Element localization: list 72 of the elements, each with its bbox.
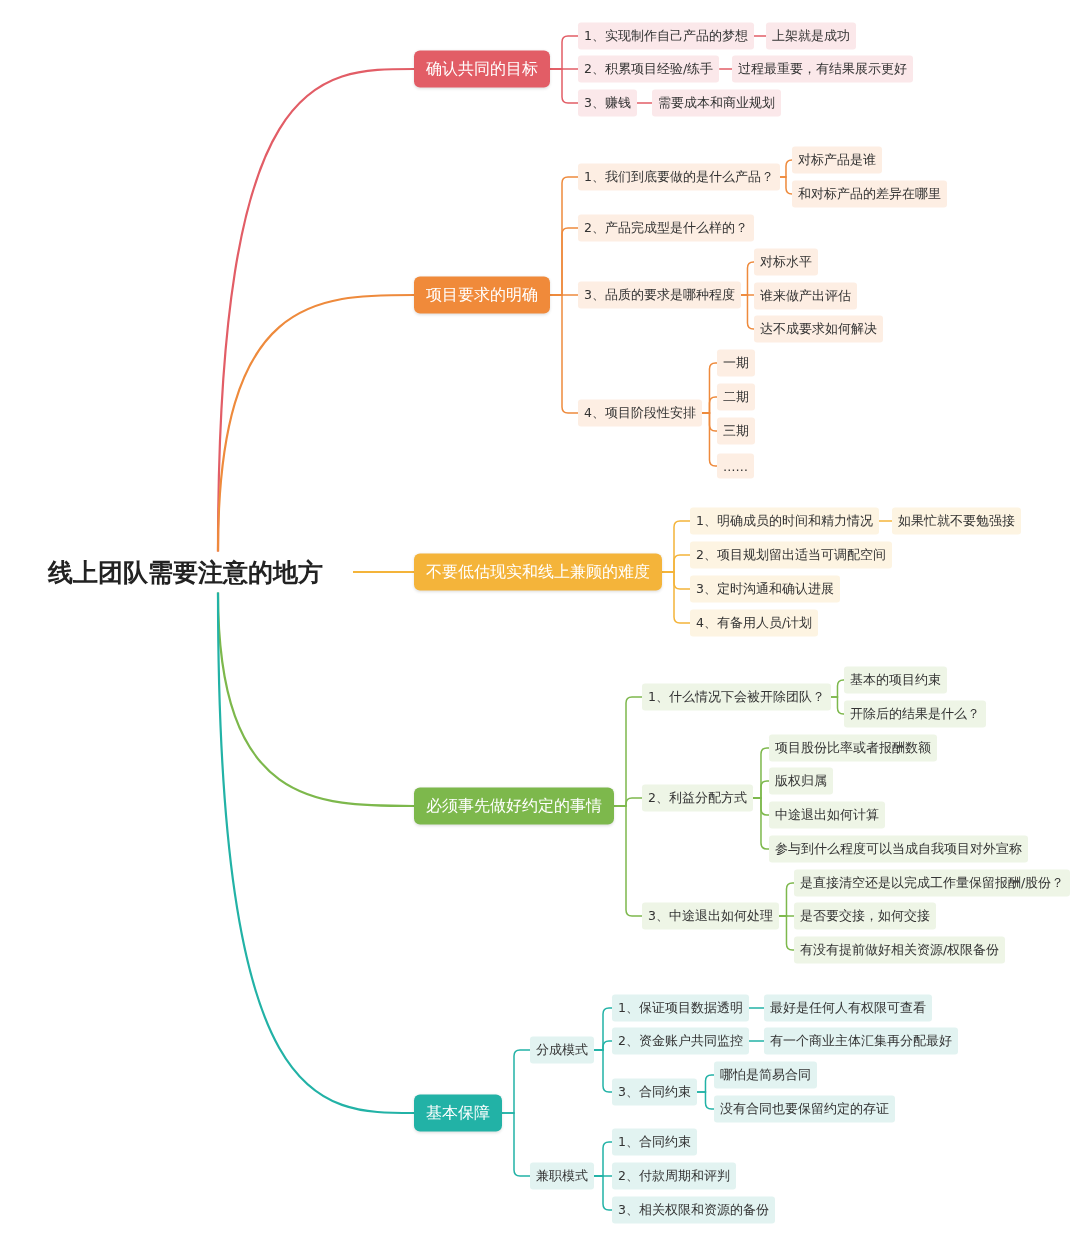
subtopic: 是直接清空还是以完成工作量保留报酬/股份？ — [794, 869, 1071, 897]
subtopic: 对标产品是谁 — [792, 146, 882, 174]
connector — [740, 294, 755, 330]
main-topic: 基本保障 — [414, 1094, 502, 1132]
subtopic: 4、有备用人员/计划 — [690, 609, 819, 637]
subtopic: 兼职模式 — [530, 1162, 594, 1190]
subtopic: 1、明确成员的时间和精力情况 — [690, 507, 879, 535]
subtopic: 上架就是成功 — [766, 22, 856, 50]
subtopic: 2、利益分配方式 — [642, 784, 753, 812]
subtopic: 对标水平 — [754, 248, 818, 276]
connector — [753, 35, 767, 37]
subtopic: 哪怕是简易合同 — [714, 1061, 817, 1089]
subtopic: 2、产品完成型是什么样的？ — [578, 214, 754, 242]
connector — [216, 293, 414, 552]
main-topic: 项目要求的明确 — [414, 276, 550, 314]
connector — [593, 1049, 613, 1093]
subtopic: 达不成要求如何解决 — [754, 315, 883, 343]
connector — [661, 571, 691, 624]
subtopic: 和对标产品的差异在哪里 — [792, 180, 947, 208]
subtopic: 中途退出如何计算 — [769, 801, 885, 829]
subtopic: 二期 — [717, 383, 755, 411]
subtopic: 3、品质的要求是哪种程度 — [578, 281, 741, 309]
connector — [830, 696, 845, 715]
subtopic: 项目股份比率或者报酬数额 — [769, 734, 937, 762]
subtopic: 3、定时沟通和确认进展 — [690, 575, 840, 603]
subtopic: 2、付款周期和评判 — [612, 1162, 736, 1190]
subtopic: 开除后的结果是什么？ — [844, 700, 986, 728]
connector — [636, 102, 653, 104]
subtopic: 2、资金账户共同监控 — [612, 1027, 749, 1055]
subtopic: 1、合同约束 — [612, 1128, 697, 1156]
subtopic: 3、相关权限和资源的备份 — [612, 1196, 775, 1224]
connector — [549, 294, 579, 414]
subtopic: 过程最重要，有结果展示更好 — [732, 55, 913, 83]
subtopic: 需要成本和商业规划 — [652, 89, 781, 117]
connector — [748, 1040, 765, 1042]
subtopic: 最好是任何人有权限可查看 — [764, 994, 932, 1022]
subtopic: 版权归属 — [769, 767, 833, 795]
subtopic: 基本的项目约束 — [844, 666, 947, 694]
subtopic: 有没有提前做好相关资源/权限备份 — [794, 936, 1006, 964]
connector — [216, 592, 414, 1115]
connector — [779, 176, 793, 195]
connector — [593, 1175, 613, 1211]
connector — [748, 1007, 765, 1009]
subtopic: 分成模式 — [530, 1036, 594, 1064]
subtopic: 有一个商业主体汇集再分配最好 — [764, 1027, 958, 1055]
subtopic: 没有合同也要保留约定的存证 — [714, 1095, 895, 1123]
connector — [701, 412, 718, 467]
subtopic: 3、赚钱 — [578, 89, 637, 117]
subtopic: 3、合同约束 — [612, 1078, 697, 1106]
connector — [696, 1091, 715, 1110]
subtopic: 2、项目规划留出适当可调配空间 — [690, 541, 892, 569]
subtopic: 三期 — [717, 417, 755, 445]
root-topic: 线上团队需要注意的地方 — [48, 551, 323, 593]
subtopic: 2、积累项目经验/练手 — [578, 55, 720, 83]
subtopic: 3、中途退出如何处理 — [642, 902, 779, 930]
subtopic: 是否要交接，如何交接 — [794, 902, 936, 930]
subtopic: 4、项目阶段性安排 — [578, 399, 702, 427]
main-topic: 必须事先做好约定的事情 — [414, 787, 614, 825]
subtopic: 1、实现制作自己产品的梦想 — [578, 22, 754, 50]
subtopic: 1、什么情况下会被开除团队？ — [642, 683, 831, 711]
subtopic: 参与到什么程度可以当成自我项目对外宣称 — [769, 835, 1028, 863]
connector — [353, 570, 414, 574]
main-topic: 不要低估现实和线上兼顾的难度 — [414, 553, 662, 591]
subtopic: 谁来做产出评估 — [754, 282, 857, 310]
subtopic: 一期 — [717, 349, 755, 377]
main-topic: 确认共同的目标 — [414, 50, 550, 88]
subtopic: 1、保证项目数据透明 — [612, 994, 749, 1022]
subtopic: 1、我们到底要做的是什么产品？ — [578, 163, 780, 191]
connector — [718, 68, 733, 70]
subtopic: …… — [717, 453, 754, 479]
subtopic: 如果忙就不要勉强接 — [892, 507, 1021, 535]
connector — [878, 520, 893, 522]
